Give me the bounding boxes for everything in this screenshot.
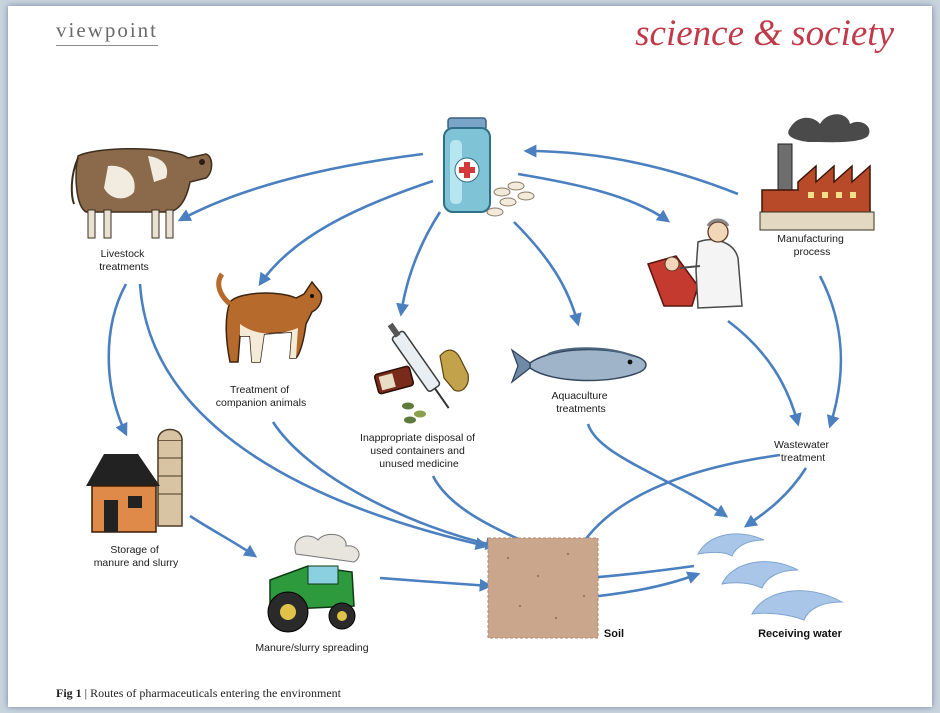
arrow-livestock-storage [107,283,128,437]
caption-text: Routes of pharmaceuticals entering the e… [90,686,341,700]
syringe-icon [373,322,469,424]
arrow-companion-soil [271,421,499,551]
arrow-wastewater-soil [574,453,781,557]
factory-icon [759,114,875,231]
fish-icon [510,347,647,384]
dentist-icon [647,218,743,309]
arrow-medicine-livestock [177,152,424,222]
water-label: Receiving water [758,628,842,640]
figure-page: viewpoint science & society [8,6,932,707]
diagram-canvas: Livestock treatments Treatment of compan… [70,114,875,654]
section-label: viewpoint [56,18,158,46]
tractor-icon [267,533,360,633]
arrow-storage-spreading [189,514,258,558]
medicine-bottle-icon [443,117,535,217]
cow-icon [70,147,213,239]
arrow-medicine-aquaculture [513,221,582,327]
barn-icon [86,428,183,533]
caption-separator: | [84,686,88,700]
arrow-livestock-soil [138,283,489,551]
manufacturing-label: Manufacturing process [777,233,846,258]
arrow-spreading-soil [379,576,493,592]
figure-caption: Fig 1 | Routes of pharmaceuticals enteri… [56,686,341,701]
dog-icon [216,272,323,363]
spreading-label: Manure/slurry spreading [255,642,368,654]
flow-arrows [107,144,843,600]
storage-label: Storage of manure and slurry [94,544,179,569]
arrow-factory-wastewater [818,275,843,429]
arrow-aquaculture-water [586,423,729,518]
wastewater-label: Wastewater treatment [774,439,832,464]
arrow-dentist-wastewater [727,319,802,427]
wave-icon [697,533,844,621]
arrow-medicine-dentist [517,172,671,223]
aquaculture-label: Aquaculture treatments [552,390,611,415]
arrow-wastewater-water [743,467,808,528]
soil-patch [487,537,599,639]
disposal-label: Inappropriate disposal of used container… [360,432,478,470]
livestock-label: Livestock treatments [99,248,149,273]
arrow-factory-medicine [523,144,739,196]
soil-label: Soil [604,628,624,640]
journal-section-title: science & society [635,13,894,54]
companion-label: Treatment of companion animals [216,384,306,409]
arrow-medicine-disposal [396,211,442,317]
arrow-medicine-companion [258,179,434,287]
figure-number: Fig 1 [56,686,82,700]
